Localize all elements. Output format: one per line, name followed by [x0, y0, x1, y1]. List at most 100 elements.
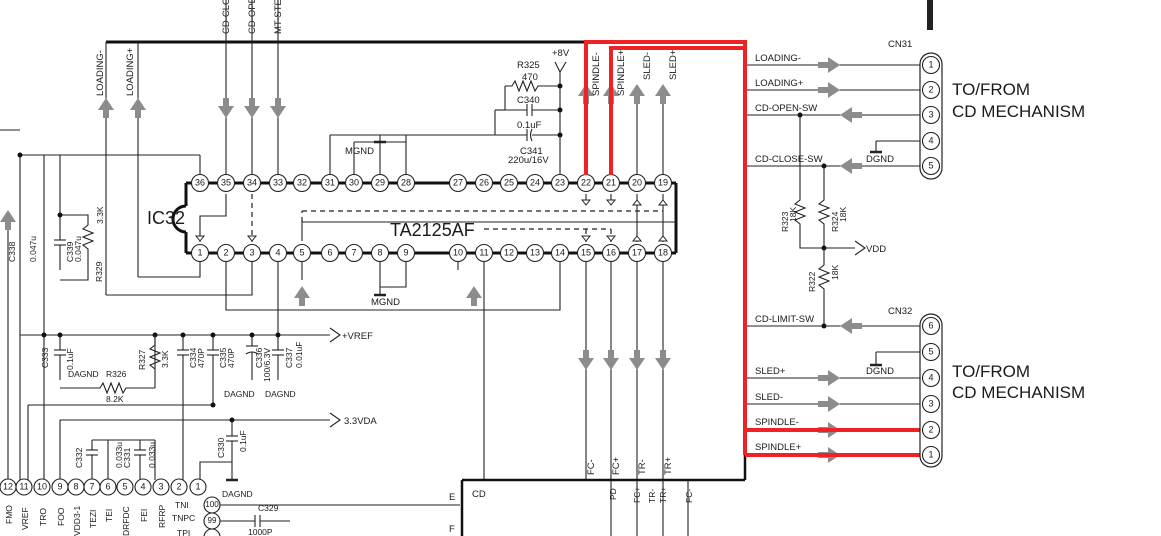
label-c341-val: 220u/16V: [508, 155, 549, 166]
svg-text:4: 4: [928, 135, 933, 145]
chip-label-drfdc: DRFDC: [121, 506, 131, 536]
label-spindle-minus-top: SPINDLE-: [591, 52, 602, 96]
chip-label-vdd3: VDD3-1: [72, 505, 82, 536]
pin-19: [653, 173, 673, 193]
bus-e-label: E: [449, 492, 455, 503]
svg-text:5: 5: [928, 160, 933, 170]
cn31-label-cd-open-sw: CD-OPEN-SW: [755, 103, 817, 114]
svg-text:35: 35: [221, 177, 231, 187]
pin-34: [242, 173, 262, 193]
pin-24: [525, 173, 545, 193]
arrow-right-sled-plus: [818, 370, 840, 386]
label-r327: R327: [137, 349, 147, 370]
label-sled-plus-top: SLED+: [668, 49, 679, 80]
svg-text:10: 10: [37, 481, 47, 491]
supply-8v-network: +8V R325 470 C340 0.1uF C341 220u/16V MG…: [329, 48, 570, 183]
arrow-up-sled-minus: [629, 84, 645, 104]
cn32-label-sled-plus: SLED+: [755, 366, 786, 377]
bus-lower-fc-plus: FC+: [632, 487, 642, 503]
svg-text:3: 3: [249, 247, 254, 257]
bottom-chip: 12 11 10 9 8 7 6 5 4 3 2 1 FMO VREF TRO …: [0, 478, 745, 536]
label-c339-val: 0.047u: [73, 236, 83, 262]
cn32-label-sled-minus: SLED-: [755, 392, 783, 403]
svg-text:33: 33: [273, 177, 283, 187]
pin-11: [474, 243, 494, 263]
label-r324: R324: [830, 211, 840, 232]
label-vref: +VREF: [342, 331, 373, 342]
label-dagnd-1: DAGND: [68, 369, 99, 379]
pin-36: [190, 173, 210, 193]
arrow-down-fc-minus: [578, 350, 594, 370]
svg-text:2: 2: [176, 481, 181, 491]
right-network: R323 18K R324 18K VDD R322 18K LOADING- …: [743, 42, 920, 480]
ic-lower-wires: MGND FC- FC+ TR- TR+: [106, 262, 674, 480]
svg-text:11: 11: [479, 247, 488, 257]
svg-text:2: 2: [928, 424, 933, 434]
pin-32: [292, 173, 312, 193]
cn31-label-dgnd: DGND: [866, 154, 894, 165]
label-r326: R326: [106, 369, 127, 379]
pin-35: [216, 173, 236, 193]
svg-text:29: 29: [375, 177, 385, 187]
bus-f-label: F: [449, 524, 455, 535]
label-c331-val: 0.033u: [147, 442, 157, 468]
bus-label-fc-plus: FC+: [611, 456, 622, 475]
label-c334-val: 470P: [196, 348, 206, 368]
label-c335-val: 470P: [226, 348, 236, 368]
arrow-left-cd-close-sw: [840, 158, 862, 174]
svg-text:6: 6: [105, 481, 110, 491]
label-c333: C333: [40, 347, 50, 368]
ic-top-pins: 36 35 34 33 32 31 30 29 28 27 26 25 24 2…: [190, 173, 673, 193]
cn31-name: CN31: [888, 39, 912, 50]
label-3v3da: 3.3VDA: [344, 416, 377, 427]
pin-23: [550, 173, 570, 193]
svg-text:1: 1: [195, 481, 200, 491]
svg-text:16: 16: [606, 247, 616, 257]
svg-text:3: 3: [158, 481, 163, 491]
svg-text:8: 8: [73, 481, 78, 491]
svg-text:100: 100: [205, 500, 219, 509]
pin-13: [525, 243, 545, 263]
svg-text:14: 14: [555, 247, 565, 257]
pin-18: [653, 243, 673, 263]
pin-25: [499, 173, 519, 193]
svg-text:2: 2: [928, 84, 933, 94]
svg-text:4: 4: [928, 372, 933, 382]
pin-15: [576, 243, 596, 263]
cn32-title-1: TO/FROM: [952, 362, 1030, 381]
spindle-highlight: [584, 40, 920, 457]
ic-bottom-pins: 1 2 3 4 5 6 7 8 9 10 11 12 13 14 15 16 1…: [190, 243, 673, 263]
pin-28: [396, 173, 416, 193]
svg-text:34: 34: [247, 177, 257, 187]
label-c332-val: 0.033u: [114, 442, 124, 468]
arrow-down-tr-plus: [655, 350, 671, 370]
svg-text:9: 9: [403, 247, 408, 257]
bus-lower-tr-minus: TR-: [647, 489, 657, 503]
bus-lower-tr-plus: TR+: [658, 487, 668, 503]
cn32-label-spindle-minus: SPINDLE-: [755, 417, 799, 428]
pin-3: [242, 243, 262, 263]
label-r326-val: 8.2K: [106, 394, 124, 404]
pin-5: [292, 243, 312, 263]
svg-text:12: 12: [3, 481, 13, 491]
svg-text:25: 25: [504, 177, 514, 187]
label-loading-minus-top: LOADING-: [95, 50, 106, 96]
svg-text:30: 30: [349, 177, 359, 187]
label-r327-val: 3.3K: [160, 350, 170, 368]
svg-text:1: 1: [928, 449, 933, 459]
label-r329: R329: [94, 261, 104, 282]
svg-text:8: 8: [377, 247, 382, 257]
label-c339: C339: [65, 241, 75, 262]
svg-text:3: 3: [928, 109, 933, 119]
svg-text:22: 22: [581, 177, 591, 187]
svg-text:36: 36: [195, 177, 205, 187]
svg-text:19: 19: [658, 177, 668, 187]
label-c340-val: 0.1uF: [517, 120, 541, 131]
label-r325: R325: [517, 60, 540, 71]
arrow-up-loading-minus: [98, 98, 114, 118]
chip-label-vref: VREF: [20, 507, 30, 530]
label-dagnd-2: DAGND: [224, 389, 255, 399]
pin-30: [344, 173, 364, 193]
svg-text:28: 28: [401, 177, 411, 187]
svg-text:6: 6: [928, 320, 933, 330]
